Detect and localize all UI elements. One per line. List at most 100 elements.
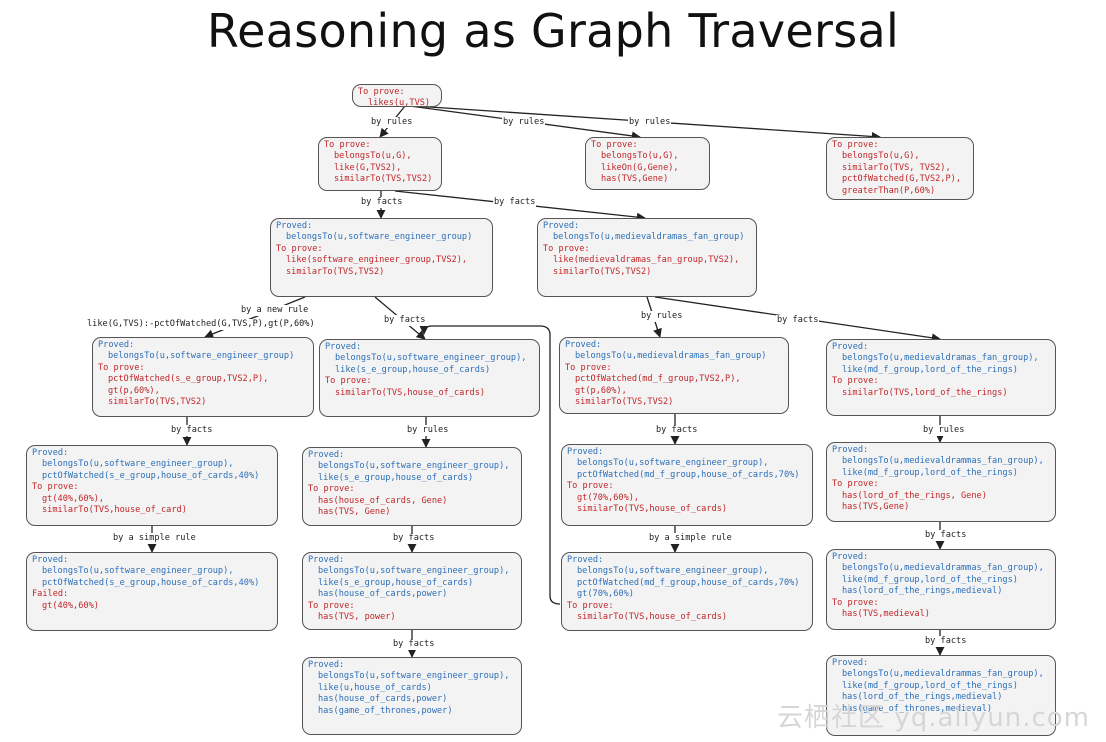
node-predicate: belongsTo(u,G), <box>334 151 412 162</box>
node-predicate: belongsTo(u,software_engineer_group), <box>335 353 527 364</box>
node-predicate: belongsTo(u,medievaldrammas_fan_group), <box>842 456 1044 467</box>
node-predicate: similarTo(TVS,lord_of_the_rings) <box>842 387 1008 398</box>
node-section-heading: Proved: <box>567 555 604 565</box>
node-predicate: belongsTo(u,G), <box>842 151 920 162</box>
node-predicate: like(s_e_group,house_of_cards) <box>335 364 491 375</box>
node-predicate: has(lord_of_the_rings, Gene) <box>842 490 987 501</box>
node-section-heading: To prove: <box>543 243 590 254</box>
node-predicate: pctOfWatched(md_f_group,house_of_cards,7… <box>577 469 800 480</box>
node-predicate: belongsTo(u,software_engineer_group), <box>42 459 234 470</box>
node-predicate: has(house_of_cards,power) <box>318 589 448 600</box>
node-predicate: belongsTo(u,software_engineer_group), <box>577 458 769 469</box>
node-predicate: belongsTo(u,software_engineer_group), <box>318 461 510 472</box>
node-predicate: belongsTo(u,software_engineer_group), <box>318 566 510 577</box>
node-predicate: similarTo(TVS,house_of_cards) <box>577 612 728 623</box>
edge-n16-n7-loop <box>419 325 561 605</box>
node-predicate: belongsTo(u,software_engineer_group) <box>108 351 295 362</box>
node-predicate: belongsTo(u,software_engineer_group) <box>286 232 473 243</box>
edge-label-simple-rule-16: by a simple rule <box>648 533 733 544</box>
node-section-heading: To prove: <box>565 362 612 373</box>
node-section-heading: Proved: <box>325 342 362 352</box>
edge-label-facts-10: by facts <box>170 425 214 436</box>
node-section-heading: Proved: <box>308 660 345 670</box>
node-section-heading: Proved: <box>308 450 345 460</box>
node-predicate: like(md_f_group,lord_of_the_rings) <box>842 364 1018 375</box>
node-predicate: belongsTo(u,medievaldramas_fan_group), <box>842 353 1039 364</box>
node-predicate: has(house_of_cards, Gene) <box>318 495 448 506</box>
node-predicate: pctOfWatched(s_e_group,house_of_cards,40… <box>42 470 260 481</box>
node-se-has-gene: Proved:belongsTo(u,software_engineer_gro… <box>302 447 522 526</box>
node-predicate: similarTo(TVS,TVS2) <box>575 397 674 408</box>
edge-label-rules-13: by rules <box>922 425 966 436</box>
node-section-heading: Proved: <box>32 448 69 458</box>
node-md-all-proved: Proved:belongsTo(u,medievaldrammas_fan_g… <box>826 655 1056 736</box>
node-predicate: has(TVS, power) <box>318 612 396 623</box>
node-predicate: like(md_f_group,lord_of_the_rings) <box>842 680 1018 691</box>
node-predicate: has(game_of_thrones,power) <box>318 705 453 716</box>
node-rule-belongs-like-similar: To prove:belongsTo(u,G),like(G,TVS2),sim… <box>318 137 442 191</box>
node-predicate: has(TVS,Gene) <box>601 174 669 185</box>
node-predicate: has(house_of_cards,power) <box>318 694 448 705</box>
node-section-heading: Proved: <box>832 552 869 562</box>
node-se-like-house-of-cards: Proved:belongsTo(u,software_engineer_gro… <box>319 339 540 417</box>
node-predicate: similarTo(TVS,TVS2) <box>108 397 207 408</box>
node-predicate: like(md_f_group,lord_of_the_rings) <box>842 574 1018 585</box>
node-predicate: gt(70%,60%), <box>577 492 640 503</box>
node-section-heading: Proved: <box>832 658 869 668</box>
node-section-heading: To prove: <box>567 481 614 492</box>
node-md-gt-70-proved: Proved:belongsTo(u,software_engineer_gro… <box>561 552 813 631</box>
node-section-heading: To prove: <box>98 362 145 373</box>
edge-label-rules-11: by rules <box>406 425 450 436</box>
node-predicate: gt(40%,60%), <box>42 493 105 504</box>
node-predicate: belongsTo(u,software_engineer_group), <box>318 671 510 682</box>
node-predicate: belongsTo(u,software_engineer_group), <box>577 566 769 577</box>
node-predicate: like(s_e_group,house_of_cards) <box>318 472 474 483</box>
edge-label-facts-9: by facts <box>776 315 820 326</box>
node-md-has-gene: Proved:belongsTo(u,medievaldrammas_fan_g… <box>826 442 1056 522</box>
node-predicate: gt(p,60%), <box>108 385 160 396</box>
node-predicate: has(game_of_thrones,medieval) <box>842 703 993 714</box>
node-section-heading: Proved: <box>98 340 135 350</box>
node-section-heading: Proved: <box>276 221 313 231</box>
node-md-like-lotr: Proved:belongsTo(u,medievaldramas_fan_gr… <box>826 339 1056 416</box>
node-predicate: like(md_f_group,lord_of_the_rings) <box>842 467 1018 478</box>
node-predicate: pctOfWatched(G,TVS2,P), <box>842 174 961 185</box>
node-predicate: similarTo(TVS, TVS2), <box>842 162 951 173</box>
node-predicate: likeOn(G,Gene), <box>601 162 679 173</box>
node-medievaldramas-fan-group: Proved:belongsTo(u,medievaldramas_fan_gr… <box>537 218 757 297</box>
node-section-heading: To prove: <box>308 600 355 611</box>
node-section-heading: To prove: <box>832 479 879 490</box>
node-predicate: has(TVS, Gene) <box>318 507 391 518</box>
node-predicate: has(TVS,Gene) <box>842 502 910 513</box>
node-section-heading: Proved: <box>308 555 345 565</box>
edge-label-facts-17: by facts <box>924 530 968 541</box>
node-section-heading: To prove: <box>324 140 371 150</box>
edge-n4-n6 <box>204 296 306 339</box>
edge-label-facts-19: by facts <box>924 636 968 647</box>
edge-label-facts-4: by facts <box>360 197 404 208</box>
edge-label-rules-1: by rules <box>370 117 414 128</box>
edge-label-rules-3: by rules <box>628 117 672 128</box>
node-predicate: similarTo(TVS,TVS2) <box>553 266 652 277</box>
edge-label-simple-rule-14: by a simple rule <box>112 533 197 544</box>
node-predicate: belongsTo(u,medievaldramas_fan_group) <box>553 232 745 243</box>
node-predicate: belongsTo(u,medievaldramas_fan_group) <box>575 351 767 362</box>
node-se-pct-watched: Proved:belongsTo(u,software_engineer_gro… <box>92 337 314 417</box>
node-se-failed: Proved:belongsTo(u,software_engineer_gro… <box>26 552 278 631</box>
node-section-heading: To prove: <box>832 597 879 608</box>
edge-label-facts-18: by facts <box>392 639 436 650</box>
node-section-heading: To prove: <box>32 482 79 493</box>
node-predicate: similarTo(TVS,house_of_card) <box>42 505 187 516</box>
edge-label-facts-5: by facts <box>493 197 537 208</box>
node-goal-likes: To prove:likes(u,TVS) <box>352 84 442 107</box>
edge-label-rules-2: by rules <box>502 117 546 128</box>
node-se-all-proved: Proved:belongsTo(u,software_engineer_gro… <box>302 657 522 735</box>
node-predicate: similarTo(TVS,house_of_cards) <box>577 504 728 515</box>
node-se-has-power: Proved:belongsTo(u,software_engineer_gro… <box>302 552 522 630</box>
node-rule-belongs-similar-pct: To prove:belongsTo(u,G),similarTo(TVS, T… <box>826 137 974 200</box>
node-section-heading: To prove: <box>591 140 638 150</box>
node-section-heading: Failed: <box>32 589 69 600</box>
node-predicate: has(lord_of_the_rings,medieval) <box>842 692 1003 703</box>
node-predicate: pctOfWatched(s_e_group,TVS2,P), <box>108 374 269 385</box>
node-predicate: like(medievaldramas_fan_group,TVS2), <box>553 255 740 266</box>
